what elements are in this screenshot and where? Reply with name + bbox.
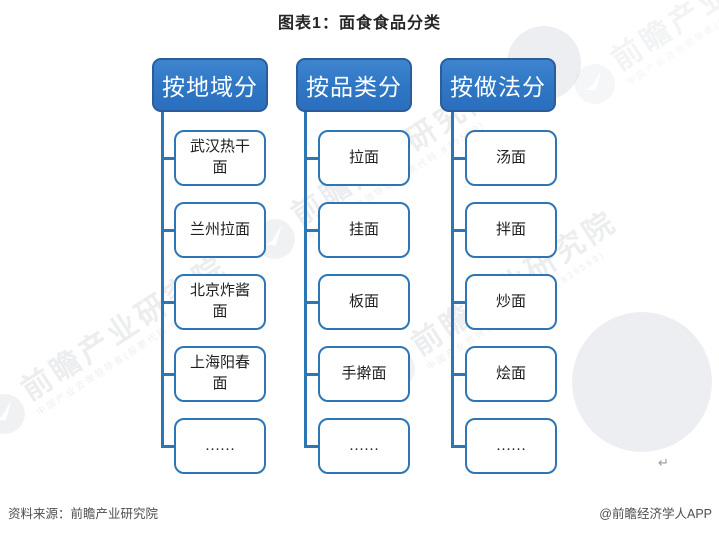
connector-stub — [161, 445, 174, 448]
column-header-by-region: 按地域分 — [152, 58, 268, 112]
page-title: 图表1：面食食品分类 — [278, 15, 441, 32]
item-box: …… — [465, 418, 557, 474]
item-box: …… — [318, 418, 410, 474]
item-box: 烩面 — [465, 346, 557, 402]
return-mark: ↵ — [658, 455, 669, 470]
source-note: 资料来源：前瞻产业研究院 — [8, 507, 159, 521]
item-box: 挂面 — [318, 202, 410, 258]
item-box: 汤面 — [465, 130, 557, 186]
column-by-method: 按做法分 汤面 拌面 炒面 烩面 …… — [440, 58, 557, 482]
connector-stub — [304, 373, 318, 376]
connector-stub — [161, 157, 174, 160]
connector-stub — [451, 301, 465, 304]
connector-stub — [451, 445, 465, 448]
watermark-circle — [572, 312, 712, 452]
item-box: 板面 — [318, 274, 410, 330]
column-header-by-variety: 按品类分 — [296, 58, 412, 112]
item-box: 武汉热干面 — [174, 130, 266, 186]
item-box: 炒面 — [465, 274, 557, 330]
connector-stub — [304, 157, 318, 160]
connector-line — [451, 112, 454, 447]
item-box: 拉面 — [318, 130, 410, 186]
connector-stub — [451, 157, 465, 160]
connector-stub — [451, 229, 465, 232]
item-box: 上海阳春面 — [174, 346, 266, 402]
item-box: 北京炸酱面 — [174, 274, 266, 330]
column-by-region: 按地域分 武汉热干面 兰州拉面 北京炸酱面 上海阳春面 …… — [152, 58, 268, 482]
qianzhan-logo-icon — [0, 386, 33, 442]
brand-note: @前瞻经济学人APP — [599, 507, 712, 521]
connector-stub — [304, 301, 318, 304]
item-box: …… — [174, 418, 266, 474]
connector-stub — [161, 229, 174, 232]
column-by-variety: 按品类分 拉面 挂面 板面 手擀面 …… — [296, 58, 412, 482]
connector-stub — [161, 373, 174, 376]
qianzhan-logo-icon — [567, 56, 623, 112]
connector-stub — [451, 373, 465, 376]
item-box: 拌面 — [465, 202, 557, 258]
connector-stub — [304, 229, 318, 232]
connector-line — [304, 112, 307, 447]
item-box: 兰州拉面 — [174, 202, 266, 258]
connector-line — [161, 112, 164, 447]
connector-stub — [304, 445, 318, 448]
column-header-by-method: 按做法分 — [440, 58, 556, 112]
item-box: 手擀面 — [318, 346, 410, 402]
connector-stub — [161, 301, 174, 304]
